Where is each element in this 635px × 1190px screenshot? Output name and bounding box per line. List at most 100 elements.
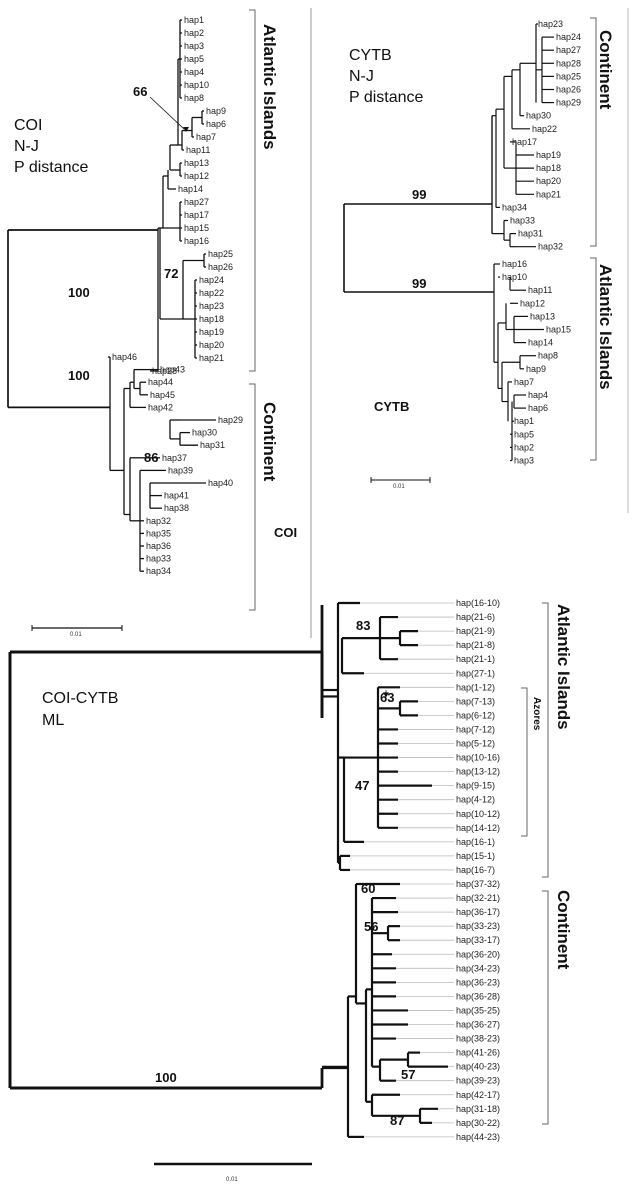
ml-leaf: hap(31-18)	[456, 1104, 500, 1114]
cytb-leaf: hap16	[502, 259, 527, 269]
cytb-branches: hap23hap24hap27hap28hap25hap26hap29hap30…	[343, 17, 597, 483]
coi-leaf: hap9	[206, 106, 226, 116]
cytb-leaf: hap34	[502, 202, 527, 212]
cytb-leaf: hap8	[538, 351, 558, 361]
coi-leaf: hap12	[184, 171, 209, 181]
coi-leaf: hap41	[164, 491, 189, 501]
cytb-leaf: hap30	[526, 111, 551, 121]
coi-leaf: hap40	[208, 478, 233, 488]
cytb-leaf: hap21	[536, 189, 561, 199]
cytb-leaf: hap15	[546, 325, 571, 335]
coi-gene-label: COI	[274, 525, 297, 540]
cytb-leaf: hap17	[512, 137, 537, 147]
coi-leaf: hap20	[199, 340, 224, 350]
coi-leaf: hap39	[168, 465, 193, 475]
coi-leaf: hap11	[186, 145, 210, 155]
ml-leaf: hap(16-10)	[456, 598, 500, 608]
coi-leaf: hap3	[184, 41, 204, 51]
cytb-leaf: hap20	[536, 176, 561, 186]
ml-leaf: hap(27-1)	[456, 668, 495, 678]
ml-leaf: hap(5-12)	[456, 739, 495, 749]
coi-leaf: hap26	[208, 262, 233, 272]
ml-leaf: hap(1-12)	[456, 682, 495, 692]
coi-title-line-3: P distance	[14, 159, 89, 176]
coi-title-line-1: COI	[14, 117, 42, 134]
ml-leaf: hap(21-8)	[456, 640, 495, 650]
cytb-clade-atlantic-label: Atlantic Islands	[596, 264, 615, 390]
ml-leaf: hap(13-12)	[456, 767, 500, 777]
ml-support-100: 100	[155, 1070, 177, 1085]
ml-clade-azores-label: Azores	[531, 697, 542, 731]
cytb-leaf: hap18	[536, 163, 561, 173]
coi-leaf: hap25	[208, 249, 233, 259]
ml-scale-label: 0.01	[226, 1177, 238, 1183]
coi-leaf: hap2	[184, 28, 204, 38]
coi-support-72: 72	[164, 266, 178, 281]
combined-ml-tree: COI-CYTB ML Atlantic Islands Azores Cont…	[8, 598, 573, 1183]
cytb-leaf: hap6	[528, 403, 548, 413]
coi-leaf: hap34	[146, 566, 171, 576]
ml-leaf: hap(38-23)	[456, 1034, 500, 1044]
ml-bracket-atlantic	[542, 602, 549, 878]
ml-leaf: hap(36-27)	[456, 1020, 500, 1030]
coi-leaf: hap19	[199, 327, 224, 337]
cytb-leaf: hap27	[556, 45, 581, 55]
coi-leaf: hap35	[146, 528, 171, 538]
cytb-leaf: hap14	[528, 338, 553, 348]
ml-leaf: hap(33-17)	[456, 935, 500, 945]
coi-clade-atlantic-label: Atlantic Islands	[260, 24, 279, 150]
ml-leaf: hap(35-25)	[456, 1005, 500, 1015]
ml-leaf: hap(10-16)	[456, 753, 500, 763]
cytb-leaf: hap2	[514, 442, 534, 452]
ml-leaf: hap(36-23)	[456, 977, 500, 987]
ml-support-63: 63	[380, 690, 394, 705]
coi-leaf: hap38	[164, 503, 189, 513]
ml-leaf: hap(30-22)	[456, 1118, 500, 1128]
coi-leaf: hap42	[148, 402, 173, 412]
coi-leaf: hap46	[112, 352, 137, 362]
cytb-leaf: hap26	[556, 85, 581, 95]
coi-leaf: hap43	[160, 365, 185, 375]
ml-bracket-continent	[542, 890, 549, 1125]
coi-bracket-continent	[249, 383, 256, 611]
ml-title-line-1: COI-CYTB	[42, 690, 118, 707]
ml-support-57: 57	[401, 1067, 415, 1082]
ml-leaf: hap(36-17)	[456, 907, 500, 917]
ml-leaf: hap(42-17)	[456, 1090, 500, 1100]
cytb-title-line-1: CYTB	[349, 47, 392, 64]
cytb-leaf: hap5	[514, 429, 534, 439]
coi-leaf: hap5	[184, 54, 204, 64]
cytb-leaf: hap9	[526, 364, 546, 374]
ml-leaf: hap(16-7)	[456, 865, 495, 875]
coi-leaf: hap13	[184, 158, 209, 168]
coi-scale-label: 0.01	[70, 632, 82, 638]
cytb-clade-continent-label: Continent	[596, 30, 615, 110]
ml-leaf: hap(37-32)	[456, 879, 500, 889]
ml-clade-atlantic-label: Atlantic Islands	[554, 604, 573, 730]
ml-support-arrow-63	[383, 692, 389, 698]
cytb-support-99-lower: 99	[412, 276, 426, 291]
cytb-bracket-continent	[590, 17, 597, 247]
ml-leaf: hap(36-28)	[456, 991, 500, 1001]
cytb-leaf: hap33	[510, 216, 535, 226]
coi-support-pointer	[149, 96, 185, 130]
ml-leaf: hap(44-23)	[456, 1132, 500, 1142]
ml-leaf: hap(36-20)	[456, 949, 500, 959]
cytb-scale-label: 0.01	[393, 484, 405, 490]
cytb-leaf: hap19	[536, 150, 561, 160]
coi-support-arrow	[183, 127, 189, 132]
coi-support-100-lower: 100	[68, 368, 90, 383]
coi-leaf: hap30	[192, 428, 217, 438]
coi-leaf: hap23	[199, 301, 224, 311]
coi-leaf: hap6	[206, 119, 226, 129]
ml-leaf: hap(32-21)	[456, 893, 500, 903]
cytb-leaf: hap29	[556, 98, 581, 108]
cytb-leaf: hap31	[518, 229, 543, 239]
coi-leaf: hap31	[200, 440, 225, 450]
coi-leaf: hap44	[148, 377, 173, 387]
coi-leaf: hap10	[184, 80, 209, 90]
coi-leaf: hap1	[184, 15, 204, 25]
coi-leaf: hap17	[184, 210, 209, 220]
cytb-leaf: hap12	[520, 298, 545, 308]
